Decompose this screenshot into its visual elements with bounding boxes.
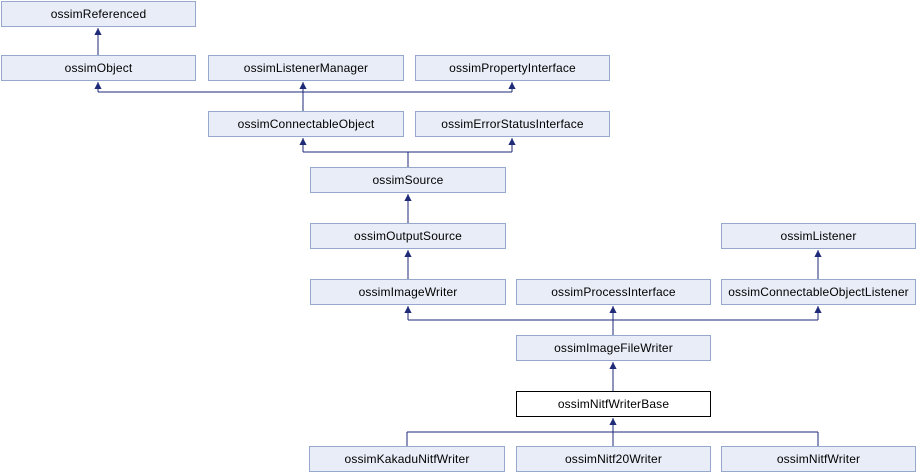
class-node-ossimConnectableObjectListener[interactable]: ossimConnectableObjectListener — [721, 279, 916, 305]
inheritance-arrowhead-icon — [814, 306, 822, 313]
inheritance-arrowhead-icon — [299, 82, 307, 89]
class-node-label: ossimOutputSource — [354, 228, 462, 243]
class-node-ossimSource[interactable]: ossimSource — [310, 167, 506, 193]
inheritance-arrowhead-icon — [814, 250, 822, 257]
class-node-ossimImageWriter[interactable]: ossimImageWriter — [310, 279, 506, 305]
class-node-label: ossimConnectableObject — [237, 116, 375, 131]
inheritance-arrowhead-icon — [404, 306, 412, 313]
class-node-label: ossimListenerManager — [243, 60, 369, 75]
class-node-label: ossimPropertyInterface — [449, 60, 576, 75]
inheritance-arrowhead-icon — [404, 250, 412, 257]
inheritance-arrowhead-icon — [299, 138, 307, 145]
class-node-label: ossimImageWriter — [358, 284, 458, 299]
class-node-ossimPropertyInterface[interactable]: ossimPropertyInterface — [415, 55, 610, 81]
class-node-ossimNitf20Writer[interactable]: ossimNitf20Writer — [516, 446, 711, 472]
class-node-ossimNitfWriterBase[interactable]: ossimNitfWriterBase — [516, 391, 711, 417]
class-node-label: ossimConnectableObjectListener — [728, 284, 909, 299]
class-node-label: ossimSource — [372, 172, 444, 187]
class-node-label: ossimReferenced — [50, 6, 147, 21]
class-node-ossimReferenced[interactable]: ossimReferenced — [1, 1, 196, 27]
class-node-ossimListener[interactable]: ossimListener — [721, 223, 916, 249]
class-node-label: ossimNitfWriterBase — [557, 396, 670, 411]
class-node-label: ossimKakaduNitfWriter — [344, 451, 470, 466]
inheritance-arrowhead-icon — [508, 82, 516, 89]
class-node-label: ossimListener — [780, 228, 857, 243]
class-node-label: ossimImageFileWriter — [554, 340, 673, 355]
class-node-ossimErrorStatusInterface[interactable]: ossimErrorStatusInterface — [415, 111, 610, 137]
class-node-ossimListenerManager[interactable]: ossimListenerManager — [208, 55, 404, 81]
class-node-label: ossimNitfWriter — [776, 451, 861, 466]
inheritance-arrowhead-icon — [609, 306, 617, 313]
inheritance-arrowhead-icon — [404, 194, 412, 201]
class-node-label: ossimNitf20Writer — [564, 451, 662, 466]
class-node-label: ossimErrorStatusInterface — [441, 116, 584, 131]
class-node-ossimObject[interactable]: ossimObject — [1, 55, 196, 81]
class-node-ossimImageFileWriter[interactable]: ossimImageFileWriter — [516, 335, 711, 361]
inheritance-arrowhead-icon — [609, 418, 617, 425]
class-node-label: ossimProcessInterface — [551, 284, 676, 299]
class-node-ossimNitfWriter[interactable]: ossimNitfWriter — [721, 446, 916, 472]
class-node-label: ossimObject — [64, 60, 133, 75]
class-node-ossimConnectableObject[interactable]: ossimConnectableObject — [208, 111, 404, 137]
class-node-ossimProcessInterface[interactable]: ossimProcessInterface — [516, 279, 711, 305]
class-node-ossimOutputSource[interactable]: ossimOutputSource — [310, 223, 506, 249]
inheritance-arrowhead-icon — [94, 82, 102, 89]
inheritance-arrowhead-icon — [94, 28, 102, 35]
inheritance-arrowhead-icon — [609, 362, 617, 369]
inheritance-arrowhead-icon — [508, 138, 516, 145]
class-node-ossimKakaduNitfWriter[interactable]: ossimKakaduNitfWriter — [309, 446, 505, 472]
